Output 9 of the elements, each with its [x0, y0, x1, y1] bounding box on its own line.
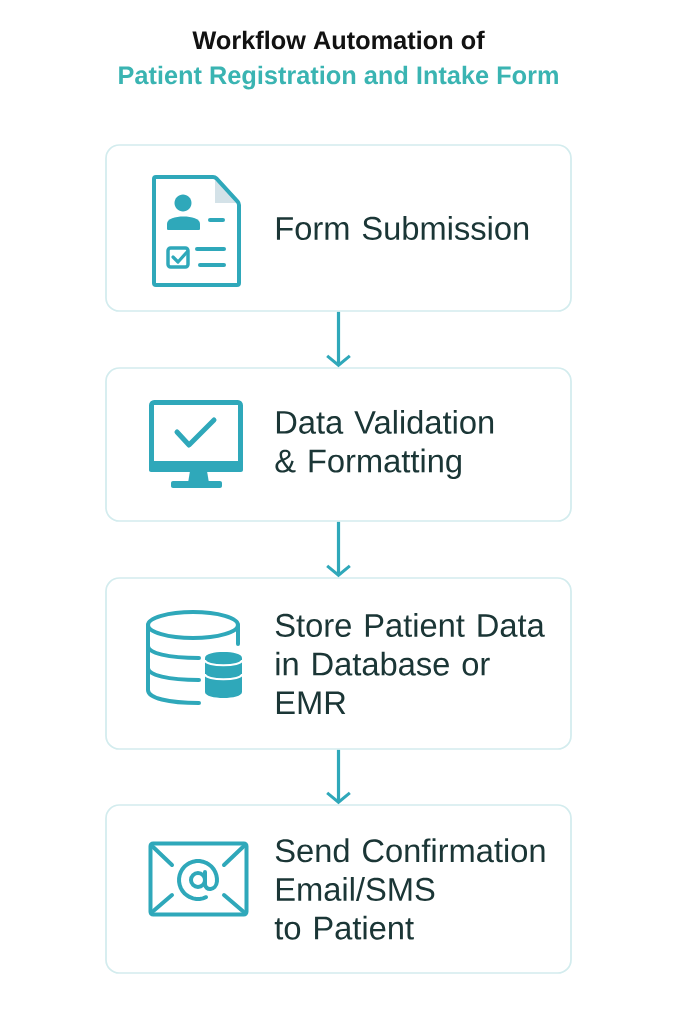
- step-label: Data Validation & Formatting: [275, 409, 494, 480]
- arrow: [326, 749, 351, 805]
- step-label: Send Confirmation Email/SMS to Patient: [274, 838, 545, 940]
- step-label: Form Submission: [276, 216, 529, 240]
- title: Workflow Automation of: [192, 30, 485, 50]
- step-label: Store Patient Data in Database or EMR: [275, 613, 545, 714]
- subtitle: Patient Registration and Intake Form: [119, 65, 558, 90]
- arrow: [326, 311, 351, 368]
- arrow: [326, 521, 351, 578]
